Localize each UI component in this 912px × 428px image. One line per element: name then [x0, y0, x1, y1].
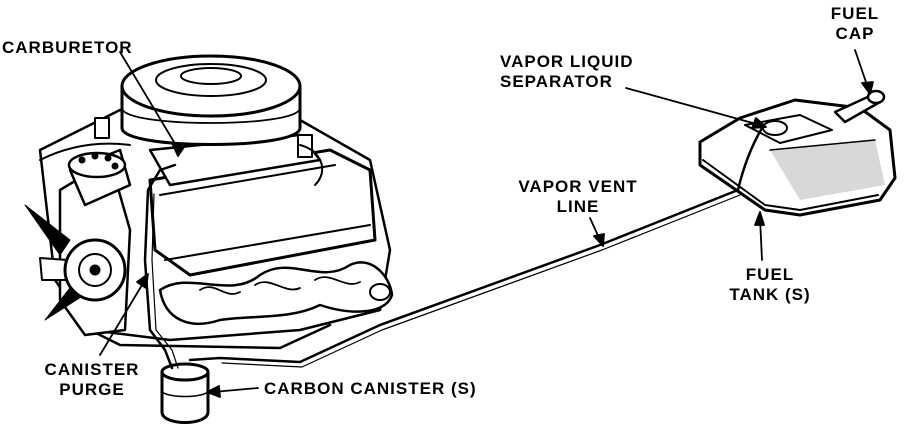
canister-purge-label-line1: CANISTER [44, 360, 140, 379]
leader-lines [99, 49, 874, 398]
vapor-vent-line-label: VAPOR VENT LINE [508, 177, 648, 217]
fuel-tank-label-line1: FUEL [745, 265, 795, 284]
fuel-cap-label-line1: FUEL [830, 4, 880, 23]
carbon-canister-illustration [160, 362, 210, 424]
vapor-vent-line-path [188, 126, 764, 368]
engine-illustration [24, 108, 394, 350]
vapor-vent-line-label-line2: LINE [556, 197, 600, 216]
vapor-vent-line-label-line1: VAPOR VENT [518, 177, 638, 196]
fuel-cap-label-line2: CAP [835, 24, 875, 43]
fuel-tank-illustration [698, 89, 897, 217]
vapor-liquid-separator-label-line2: SEPARATOR [500, 72, 613, 91]
carbon-canister-label: CARBON CANISTER (S) [264, 379, 477, 398]
fuel-tank-label: FUEL TANK (S) [722, 265, 818, 305]
fuel-tank-label-line2: TANK (S) [729, 285, 811, 304]
vapor-liquid-separator-label-line1: VAPOR LIQUID [500, 52, 634, 71]
canister-purge-line-path [143, 163, 179, 370]
vapor-liquid-separator-label: VAPOR LIQUID SEPARATOR [500, 52, 634, 92]
canister-purge-label-line2: PURGE [59, 380, 125, 399]
fuel-cap-label: FUEL CAP [824, 4, 886, 44]
carburetor-label: CARBURETOR [2, 38, 133, 57]
canister-purge-label: CANISTER PURGE [32, 360, 152, 400]
